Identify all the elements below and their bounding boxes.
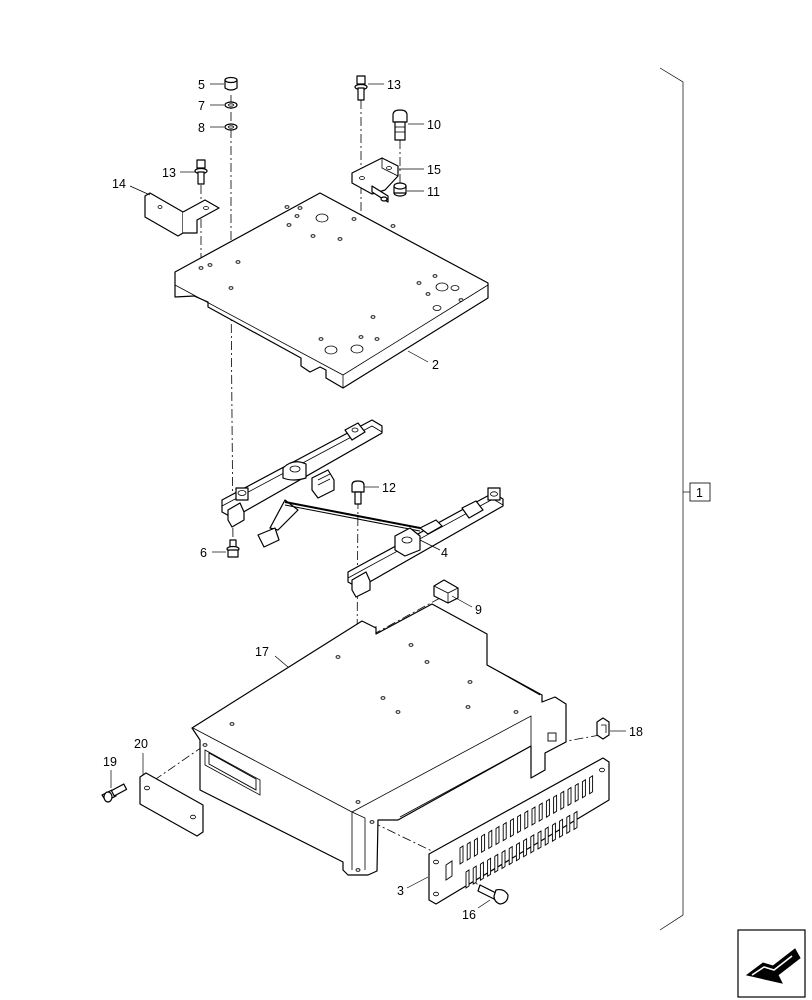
cap-9 xyxy=(433,579,459,604)
vent-slot xyxy=(459,845,464,865)
vent-slot xyxy=(495,825,500,846)
vent-slot xyxy=(479,861,484,882)
callout-4: 4 xyxy=(441,546,448,560)
callout-14: 14 xyxy=(112,177,126,191)
assembly-label: 1 xyxy=(696,486,703,500)
vented-panel-3 xyxy=(428,757,610,905)
vent-slot xyxy=(523,837,528,858)
callout-5: 5 xyxy=(198,78,205,92)
callout-labels: 5 7 8 13 10 15 11 13 14 2 12 6 4 9 17 18… xyxy=(103,78,643,922)
bolt-10 xyxy=(392,109,408,141)
vent-slot xyxy=(566,814,571,835)
slide-rail-right xyxy=(347,487,504,598)
vent-slot xyxy=(515,841,520,862)
slide-rail-left xyxy=(221,419,383,548)
vent-slot xyxy=(573,810,578,831)
callout-18: 18 xyxy=(629,725,643,739)
callout-2: 2 xyxy=(432,358,439,372)
vent-slot xyxy=(481,833,486,854)
bracket-14 xyxy=(144,192,220,237)
vent-slot xyxy=(567,786,572,807)
next-page-arrow-icon[interactable] xyxy=(737,929,806,998)
callout-13-lower: 13 xyxy=(162,166,176,180)
vent-slot xyxy=(465,869,470,889)
vent-slot xyxy=(509,817,514,838)
bolt-12 xyxy=(351,480,365,505)
vent-slots xyxy=(459,774,594,889)
callout-11: 11 xyxy=(427,185,440,199)
vent-slot xyxy=(589,774,594,795)
callout-20: 20 xyxy=(134,737,148,751)
callout-3: 3 xyxy=(397,884,404,898)
vent-slot xyxy=(530,834,535,854)
bracket-15 xyxy=(351,157,399,203)
callout-19: 19 xyxy=(103,755,117,769)
cover-plate-20 xyxy=(139,772,204,837)
vent-slot xyxy=(538,802,543,822)
clip-18 xyxy=(596,717,610,740)
vent-slot xyxy=(559,818,564,839)
washer-8 xyxy=(224,123,238,131)
vent-slot xyxy=(551,822,556,843)
callout-10: 10 xyxy=(427,118,441,132)
vent-slot xyxy=(488,829,493,850)
callout-12: 12 xyxy=(382,481,396,495)
bolt-13-lower xyxy=(194,159,208,185)
callout-6: 6 xyxy=(200,546,207,560)
base-housing-17 xyxy=(191,603,567,876)
callout-9: 9 xyxy=(475,603,482,617)
vent-slot xyxy=(494,853,499,874)
nut-11 xyxy=(393,182,407,197)
callout-8: 8 xyxy=(198,121,205,135)
vent-slot xyxy=(544,826,549,846)
rail-cable xyxy=(284,501,421,532)
bolt-19 xyxy=(101,783,128,803)
washer-7 xyxy=(224,101,238,109)
vent-slot xyxy=(524,810,529,830)
callout-13-upper: 13 xyxy=(387,78,401,92)
callout-15: 15 xyxy=(427,163,441,177)
callout-17: 17 xyxy=(255,645,269,659)
vent-slot xyxy=(466,841,471,861)
bolt-16 xyxy=(477,884,509,905)
vent-slot xyxy=(508,845,513,866)
seat-plate-2 xyxy=(174,192,489,389)
leader-lines xyxy=(110,83,626,909)
vent-slot xyxy=(472,865,477,885)
vent-slot xyxy=(531,806,536,826)
vent-slot xyxy=(553,794,558,815)
vent-slot xyxy=(473,837,478,858)
assembly-bracket: 1 xyxy=(659,67,711,931)
vent-slot xyxy=(574,782,579,803)
bolt-6 xyxy=(226,539,240,558)
vent-slot xyxy=(487,857,492,878)
vent-slot xyxy=(537,830,542,850)
bolt-13-upper xyxy=(354,75,368,101)
vent-slot xyxy=(581,778,586,799)
vent-slot xyxy=(517,813,522,834)
vent-slot xyxy=(545,798,550,819)
vent-slot xyxy=(501,849,506,870)
vent-slot xyxy=(502,821,507,842)
cap-nut-5 xyxy=(224,76,238,91)
callout-7: 7 xyxy=(198,99,205,113)
vent-slot xyxy=(560,790,565,811)
callout-16: 16 xyxy=(462,908,476,922)
